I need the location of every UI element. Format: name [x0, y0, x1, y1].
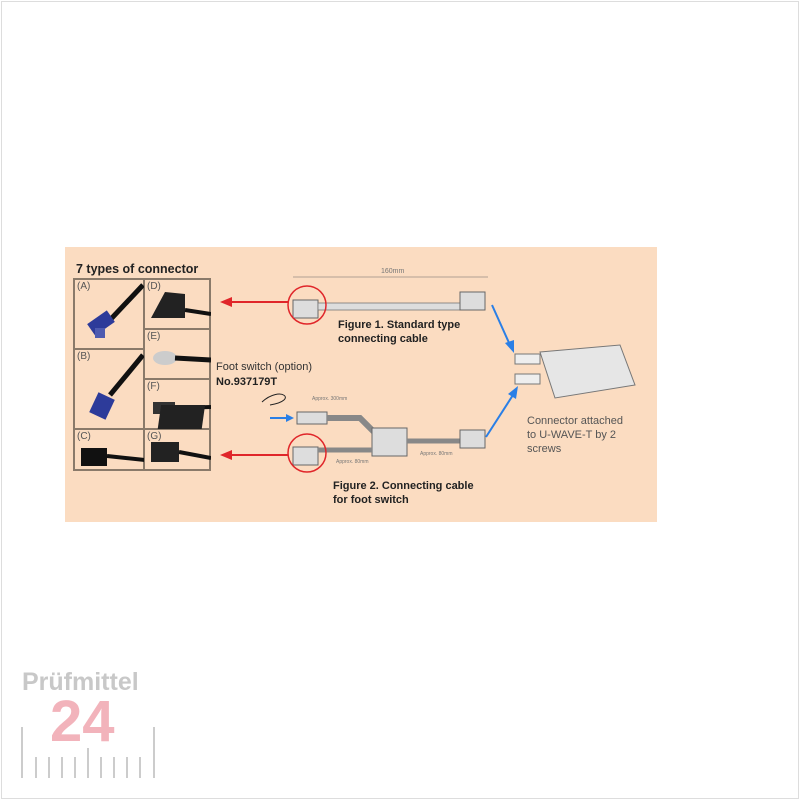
connector-label: (D): [147, 281, 161, 292]
connector-e-image: [153, 351, 211, 365]
connector-cell-c: (C): [74, 429, 145, 470]
watermark-brand: Prüfmittel: [22, 668, 139, 696]
connector-label: (C): [77, 431, 91, 442]
device-note: Connector attached to U-WAVE-T by 2 screws: [527, 414, 623, 456]
note-line: Connector attached: [527, 415, 624, 427]
watermark-number: 24: [50, 689, 115, 754]
connector-b-image: [89, 353, 145, 420]
figure1-cable: [287, 276, 488, 325]
connector-types-title: 7 types of connector: [76, 262, 199, 276]
connector-cell-e: (E): [144, 329, 211, 379]
connector-cell-g: (G): [144, 429, 211, 470]
connector-d-image: [151, 292, 211, 318]
connector-label: (E): [147, 331, 161, 342]
red-arrows: [220, 297, 288, 460]
connector-g-image: [151, 442, 211, 462]
note-line: to U-WAVE-T by 2: [527, 429, 617, 441]
figure2-caption: Figure 2. Connecting cable for foot switc…: [333, 479, 474, 507]
connector-cell-a: (A): [74, 279, 145, 349]
connector-label: (A): [77, 281, 91, 292]
u-wave-t-device: [514, 344, 636, 399]
note-line: screws: [527, 443, 562, 455]
figure2-dim-80a: Approx. 80mm: [336, 459, 369, 465]
connector-cell-b: (B): [74, 349, 145, 429]
connector-a-image: [87, 283, 145, 338]
foot-switch-part-number: No.937179T: [216, 376, 278, 388]
figure2-cable: [287, 411, 486, 473]
connector-grid: (A) (B) (C) (D) (E) (F) (G): [73, 278, 211, 471]
watermark-ruler: [21, 727, 155, 778]
figure1-length: 160mm: [381, 268, 405, 275]
connector-c-image: [81, 448, 145, 466]
figure2-dim-300: Approx. 300mm: [312, 396, 348, 402]
caption-line: Figure 2. Connecting cable: [333, 480, 474, 492]
connector-label: (F): [147, 381, 160, 392]
blue-arrows: [270, 304, 518, 438]
connector-label: (B): [77, 351, 91, 362]
foot-switch-label: Foot switch (option): [216, 361, 312, 373]
foot-switch-image: [157, 393, 286, 429]
connector-cell-d: (D): [144, 279, 211, 329]
connector-label: (G): [147, 431, 162, 442]
caption-line: for foot switch: [333, 494, 409, 506]
caption-line: connecting cable: [338, 333, 428, 345]
figure2-dim-80b: Approx. 80mm: [420, 451, 453, 457]
caption-line: Figure 1. Standard type: [338, 319, 461, 331]
figure1-caption: Figure 1. Standard type connecting cable: [338, 318, 460, 346]
